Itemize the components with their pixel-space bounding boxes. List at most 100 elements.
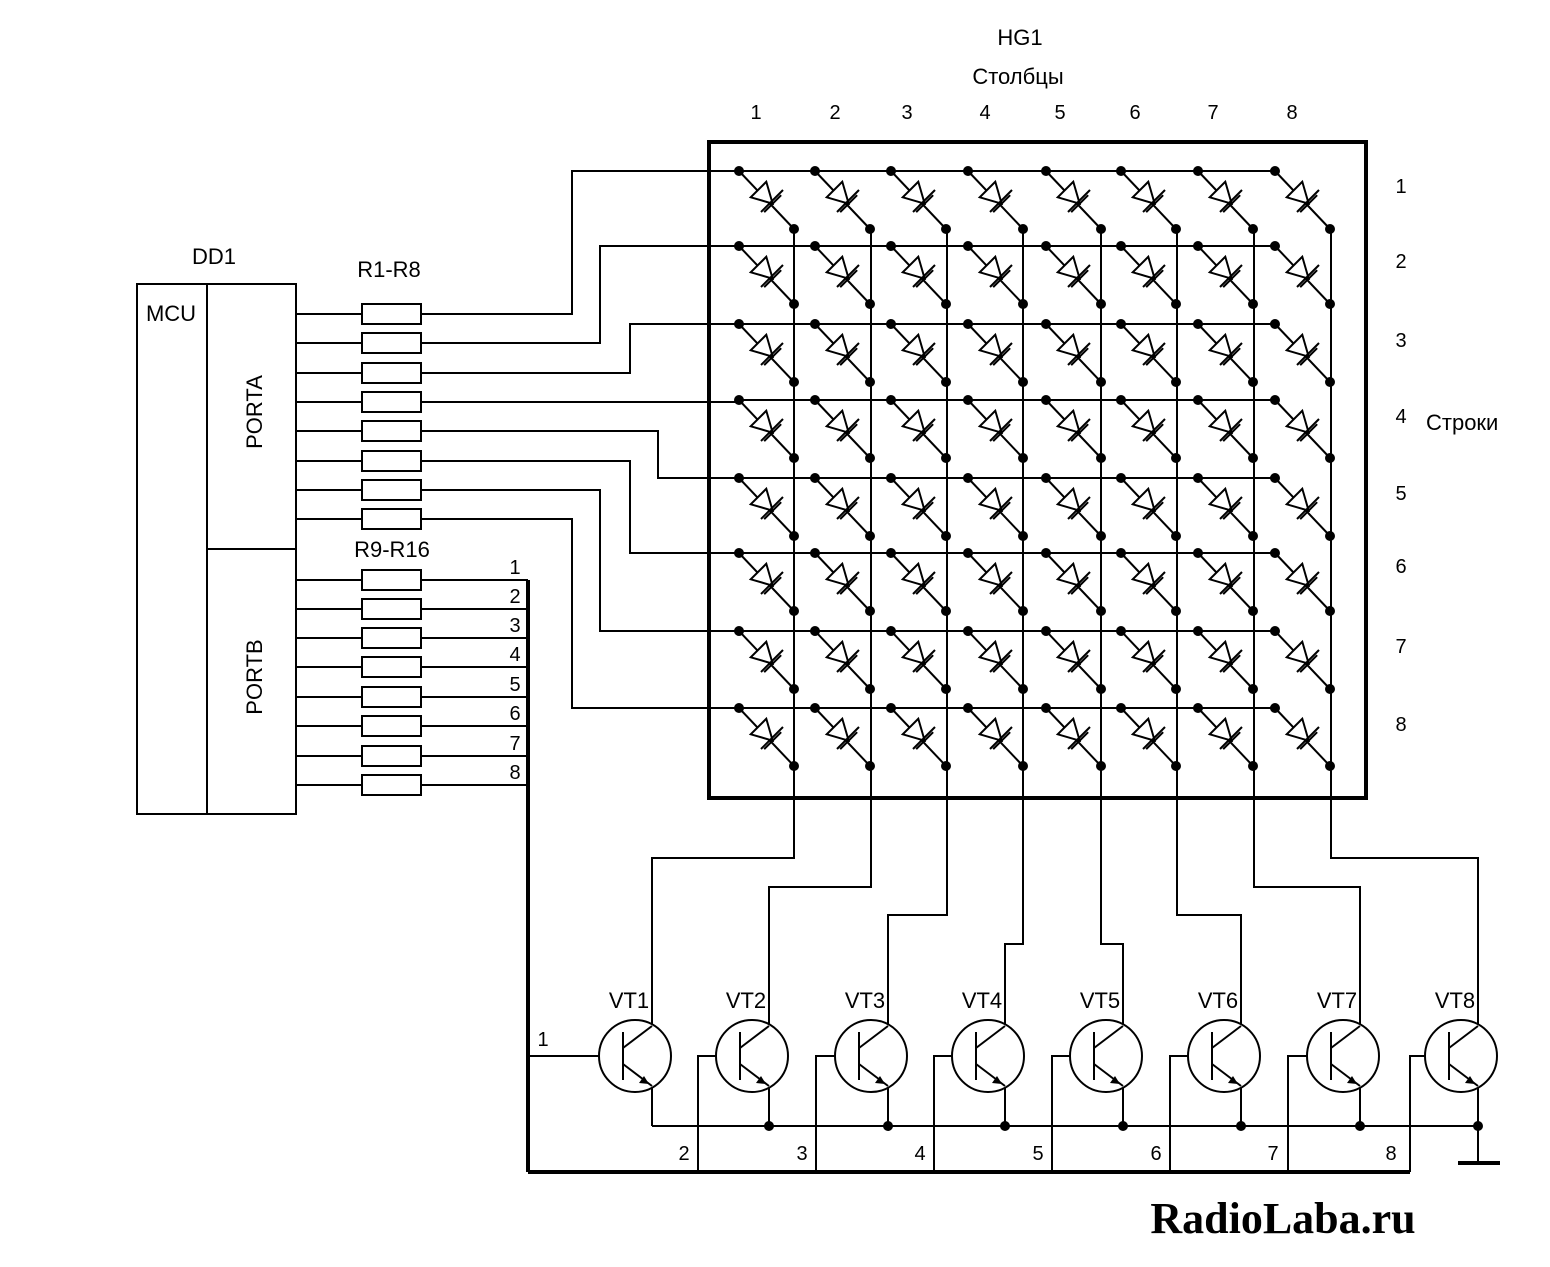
diode-bar	[1222, 423, 1241, 442]
diode-triangle	[1207, 639, 1234, 666]
cathode-dot	[865, 377, 875, 387]
diode-bar	[1145, 731, 1164, 750]
cathode-dot	[1096, 299, 1106, 309]
diode-triangle	[1055, 408, 1082, 435]
diode-bar	[992, 576, 1011, 595]
diode-triangle	[824, 716, 851, 743]
porta-route	[421, 245, 739, 344]
led	[1193, 548, 1258, 616]
ground-junction	[1118, 1121, 1128, 1131]
diode-triangle	[1130, 716, 1157, 743]
cathode-dot	[1325, 684, 1335, 694]
cathode-dot	[1018, 299, 1028, 309]
diode-bar	[1299, 347, 1318, 366]
row-number: 7	[1395, 636, 1406, 658]
cathode-dot	[789, 684, 799, 694]
anode-dot	[810, 319, 820, 329]
emission-mark	[836, 342, 860, 366]
anode-dot	[1041, 473, 1051, 483]
diode-symbol	[824, 332, 858, 366]
diode-triangle	[748, 561, 775, 588]
diode-triangle	[977, 332, 1004, 359]
diode-symbol	[748, 332, 782, 366]
emission-mark	[1067, 571, 1091, 595]
diode-symbol	[1055, 716, 1089, 750]
portb-pin-number: 8	[509, 762, 520, 784]
diode-symbol	[977, 716, 1011, 750]
anode-dot	[886, 548, 896, 558]
diode-symbol	[1130, 716, 1164, 750]
diode-triangle	[1130, 179, 1157, 206]
emission-mark	[1067, 342, 1091, 366]
diode-symbol	[824, 639, 858, 673]
portb-pin-number: 7	[509, 733, 520, 755]
diode-triangle	[1284, 716, 1311, 743]
emission-mark	[836, 189, 860, 213]
emission-mark	[989, 264, 1013, 288]
cathode-dot	[1096, 761, 1106, 771]
cathode-dot	[1248, 761, 1258, 771]
transistor-collector	[975, 1025, 1006, 1049]
led	[1116, 703, 1181, 771]
transistor-collector	[739, 1025, 770, 1049]
transistor-label: VT6	[1198, 988, 1238, 1013]
diode-symbol	[1284, 179, 1318, 213]
cathode-dot	[865, 531, 875, 541]
cathode-dot	[1171, 224, 1181, 234]
anode-dot	[886, 166, 896, 176]
transistor	[598, 1019, 672, 1093]
diode-bar	[839, 269, 858, 288]
diode-triangle	[900, 179, 927, 206]
cathode-dot	[1018, 377, 1028, 387]
porta-route	[421, 460, 739, 554]
diode-triangle	[900, 486, 927, 513]
column-number: 4	[979, 102, 990, 124]
diode-symbol	[748, 486, 782, 520]
transistor	[951, 1019, 1025, 1093]
diode-triangle	[1130, 408, 1157, 435]
resistor	[361, 391, 422, 413]
diode-symbol	[824, 179, 858, 213]
portb-pin-number: 6	[509, 703, 520, 725]
anode-dot	[963, 548, 973, 558]
diode-triangle	[824, 254, 851, 281]
base-route	[697, 1055, 716, 1172]
anode-dot	[1041, 548, 1051, 558]
diode-symbol	[1284, 408, 1318, 442]
diode-triangle	[1284, 408, 1311, 435]
diode-triangle	[748, 716, 775, 743]
diode-triangle	[1207, 332, 1234, 359]
led	[963, 473, 1028, 541]
emission-mark	[760, 418, 784, 442]
emission-mark	[1219, 342, 1243, 366]
base-route	[1409, 1055, 1425, 1172]
emitter-arrow	[1228, 1076, 1238, 1084]
diode-symbol	[1055, 639, 1089, 673]
cathode-dot	[1325, 531, 1335, 541]
emission-mark	[1067, 496, 1091, 520]
anode-dot	[1193, 395, 1203, 405]
resistor	[361, 479, 422, 501]
transistor-label: VT1	[609, 988, 649, 1013]
led	[734, 703, 799, 771]
diode-bar	[839, 501, 858, 520]
anode-dot	[963, 166, 973, 176]
anode-dot	[810, 395, 820, 405]
diode-symbol	[1055, 254, 1089, 288]
cathode-dot	[1096, 224, 1106, 234]
led	[1116, 166, 1181, 234]
resistor	[361, 715, 422, 737]
diode-symbol	[1284, 561, 1318, 595]
led	[963, 703, 1028, 771]
diode-bar	[1222, 347, 1241, 366]
anode-dot	[1116, 703, 1126, 713]
diode-symbol	[824, 408, 858, 442]
diode-bar	[1145, 501, 1164, 520]
diode-triangle	[900, 254, 927, 281]
transistor-collector	[1448, 1025, 1479, 1049]
diode-triangle	[1207, 179, 1234, 206]
cathode-dot	[1248, 377, 1258, 387]
emission-mark	[912, 571, 936, 595]
diode-symbol	[977, 561, 1011, 595]
cathode-dot	[1325, 377, 1335, 387]
